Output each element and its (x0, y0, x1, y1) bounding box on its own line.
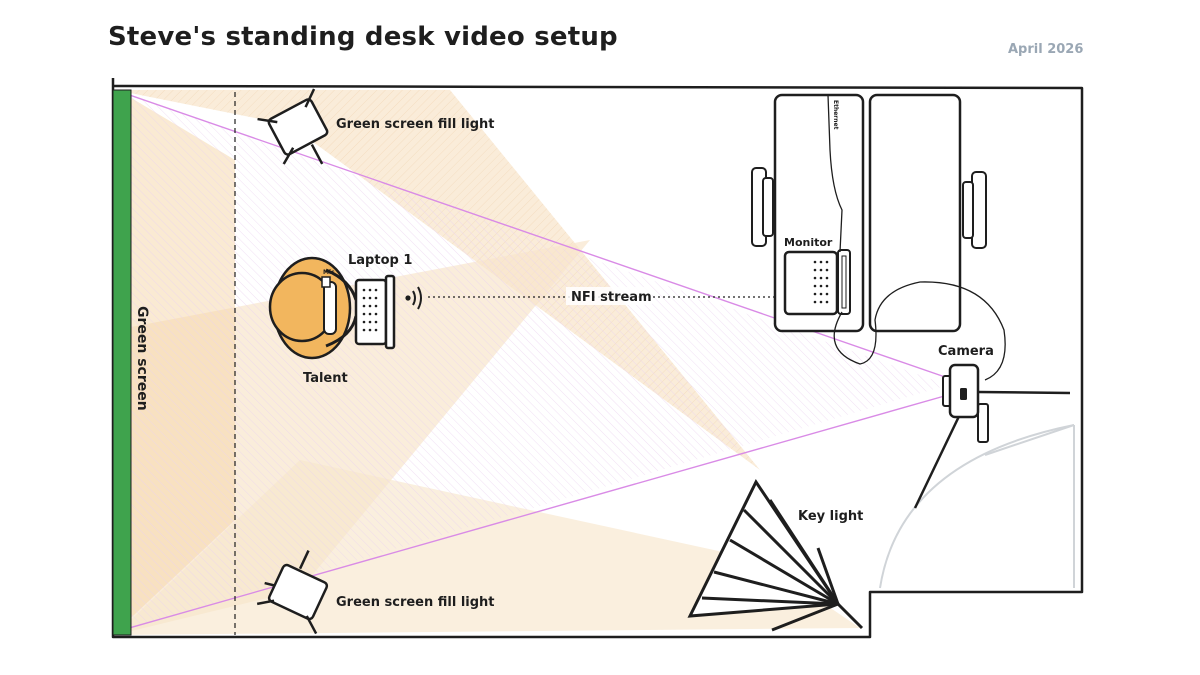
room-outline (111, 78, 1084, 639)
bottom-fill-light-label: Green screen fill light (336, 595, 495, 610)
talent (268, 256, 358, 360)
nfi-stream-label: NFI stream (571, 290, 652, 305)
key-light-label: Key light (798, 509, 863, 524)
bottom-fill-light (256, 550, 329, 635)
laptop-1 (354, 274, 396, 350)
camera-label: Camera (938, 344, 994, 359)
top-fill-light (257, 88, 329, 165)
ethernet-cable (827, 94, 843, 253)
talent-label: Talent (303, 371, 348, 386)
monitor-label: Monitor (784, 236, 833, 249)
top-fill-light-label: Green screen fill light (336, 117, 495, 132)
ethernet-label: Ethernet (832, 100, 839, 130)
green-screen (112, 89, 132, 636)
camera (913, 363, 1071, 509)
wireless-signal-icon (405, 286, 422, 310)
laptop-label: Laptop 1 (348, 253, 412, 268)
top-fill-light-cone-hatch (115, 90, 760, 470)
key-light (687, 479, 864, 632)
green-screen-label: Green screen (134, 306, 150, 411)
date-label: April 2026 (1008, 42, 1084, 57)
door-swing (879, 424, 1075, 589)
monitor (783, 249, 851, 316)
mic-label: Mic (323, 269, 335, 276)
page-title: Steve's standing desk video setup (108, 22, 618, 52)
camera-cable (833, 281, 1006, 381)
